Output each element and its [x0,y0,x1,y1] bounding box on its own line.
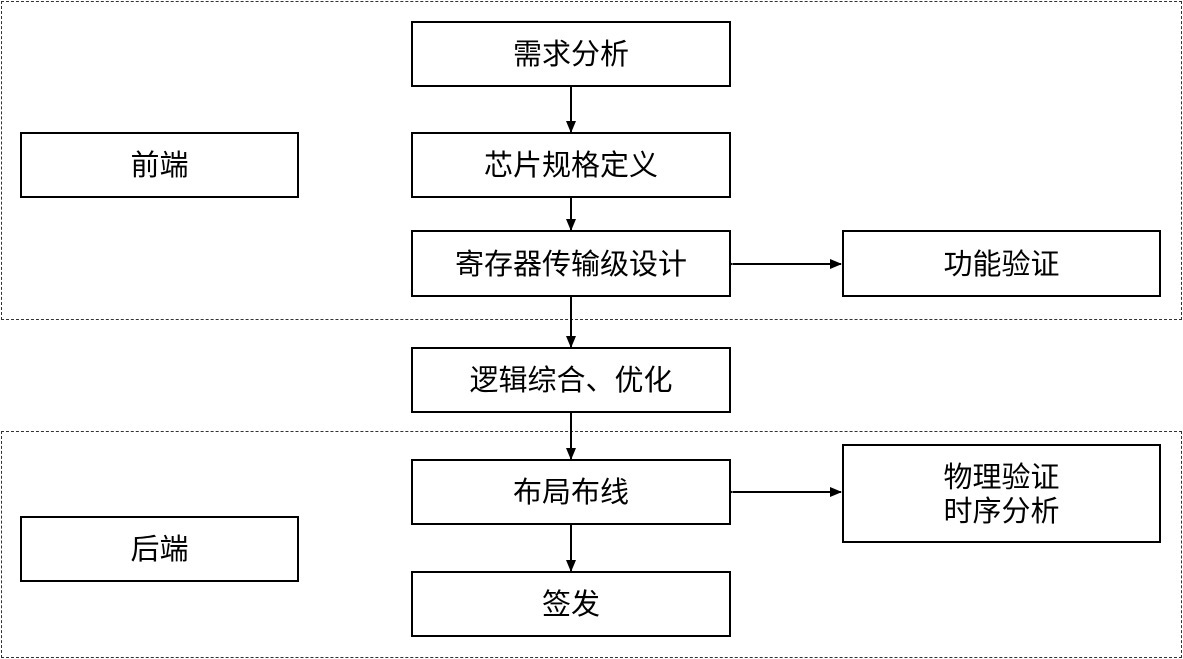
step-rtl-label: 寄存器传输级设计 [454,246,687,281]
timing-analysis-label: 时序分析 [943,493,1060,528]
step-rtl: 寄存器传输级设计 [411,230,731,297]
step-requirements: 需求分析 [411,21,731,87]
step-synthesis: 逻辑综合、优化 [411,347,731,413]
physical-verification-label: 物理验证 [943,459,1060,494]
step-synthesis-label: 逻辑综合、优化 [469,363,673,397]
functional-verification-label: 功能验证 [943,246,1060,281]
step-requirements-label: 需求分析 [512,37,629,71]
frontend-label-box: 前端 [20,132,299,198]
backend-label-box: 后端 [20,516,299,582]
step-pnr: 布局布线 [411,459,731,525]
frontend-label: 前端 [130,148,189,182]
step-spec: 芯片规格定义 [411,132,731,198]
functional-verification-box: 功能验证 [842,230,1161,297]
backend-zone [1,431,1182,658]
physical-verification-box: 物理验证 时序分析 [842,444,1161,543]
step-signoff: 签发 [411,571,731,637]
step-pnr-label: 布局布线 [512,475,629,509]
frontend-zone [1,1,1182,320]
step-signoff-label: 签发 [541,587,600,621]
backend-label: 后端 [130,532,189,566]
step-spec-label: 芯片规格定义 [483,148,658,182]
